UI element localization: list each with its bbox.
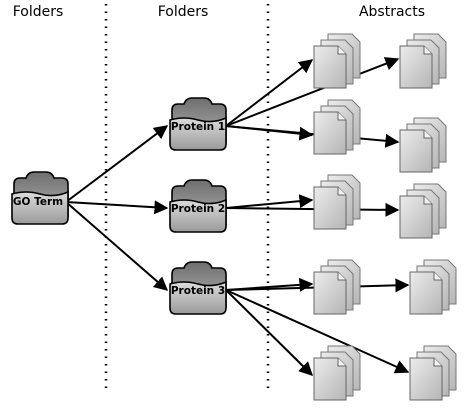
node-label-go-term: GO Term: [13, 196, 63, 208]
document-stack-icon: [399, 183, 447, 239]
node-label-protein-1: Protein 1: [171, 121, 225, 133]
node-label-protein-2: Protein 2: [171, 203, 225, 215]
folder-icon-protein-2: [169, 179, 227, 233]
protein-2-arrows: [225, 194, 400, 217]
folder-icon-protein-3: [169, 261, 227, 315]
protein-1-arrows: [225, 57, 400, 148]
document-stack-icon: [313, 345, 361, 401]
document-stack-icon: [313, 259, 361, 315]
document-stack-icon: [313, 99, 361, 155]
document-stack-icon: [409, 345, 457, 401]
folder-icon-go-term: [11, 171, 69, 225]
column-header-folders-2: Folders: [158, 4, 209, 20]
document-stack-icon: [313, 174, 361, 230]
go-term-arrows: [65, 125, 169, 291]
column-header-abstracts: Abstracts: [359, 4, 425, 20]
document-stack-icon: [399, 33, 447, 89]
arrow-go-to-protein-3: [65, 201, 169, 291]
arrow-go-to-protein-1: [65, 125, 169, 203]
document-stack-icon: [313, 33, 361, 89]
abstract-documents: [313, 33, 457, 401]
document-stack-icon: [399, 117, 447, 173]
folder-icon-protein-1: [169, 97, 227, 151]
arrow-go-to-protein-2: [65, 200, 169, 215]
node-label-protein-3: Protein 3: [171, 285, 225, 297]
document-stack-icon: [409, 259, 457, 315]
column-header-folders-1: Folders: [13, 4, 64, 20]
